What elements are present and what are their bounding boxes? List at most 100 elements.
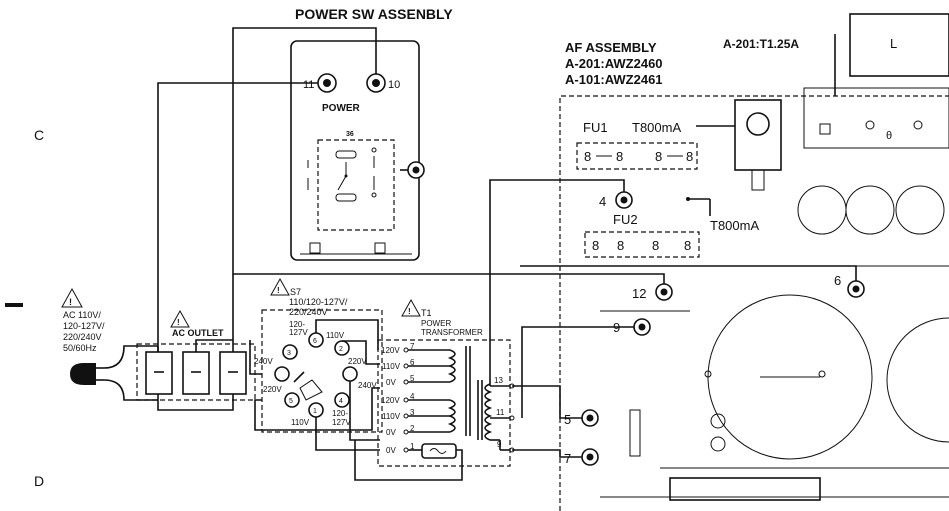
tap-3-voltage: 110V xyxy=(382,412,401,421)
selector-240-label: 240V xyxy=(358,381,377,390)
selector-range-1: 110/120-127V/ xyxy=(289,297,348,307)
tap-3-pin: 3 xyxy=(410,408,415,417)
connector-6-label: 6 xyxy=(834,273,841,288)
fu1-rating: T800mA xyxy=(632,120,681,135)
svg-text:8: 8 xyxy=(592,238,599,253)
ac-rating-1: AC 110V/ xyxy=(63,310,101,320)
selector-b120-label: 120- xyxy=(332,409,348,418)
transformer-label-1: POWER xyxy=(421,319,451,328)
fu1-label: FU1 xyxy=(583,120,608,135)
fuse-fu1: 8 8 8 8 xyxy=(576,125,735,170)
tap-5-pin: 5 xyxy=(410,374,415,383)
connector-9-label: 9 xyxy=(613,320,620,335)
secondary-pin-13: 13 xyxy=(494,376,503,385)
transformer-name: T1 xyxy=(421,308,432,318)
warning-icon: ! xyxy=(270,277,290,296)
svg-text:8: 8 xyxy=(684,238,691,253)
secondary-pin-11: 11 xyxy=(496,408,505,417)
ac-rating-3: 220/240V xyxy=(63,332,102,342)
af-title: AF ASSEMBLY xyxy=(565,40,657,55)
board-theta-label: θ xyxy=(886,130,892,142)
ac-outlet-block xyxy=(136,282,256,411)
svg-text:8: 8 xyxy=(655,149,662,164)
svg-text:8: 8 xyxy=(652,238,659,253)
box-l-label: L xyxy=(890,36,897,51)
row-letter-d: D xyxy=(34,473,44,489)
connector-7 xyxy=(512,448,599,466)
connector-7-label: 7 xyxy=(564,451,571,466)
svg-text:8: 8 xyxy=(616,149,623,164)
tap-4-voltage: 120V xyxy=(381,396,400,405)
tap-1-voltage: 0V xyxy=(386,446,396,455)
ac-outlet-label: AC OUTLET xyxy=(172,328,224,338)
svg-text:!: ! xyxy=(408,307,411,316)
connector-5 xyxy=(512,385,599,427)
tap-2-pin: 2 xyxy=(410,424,415,433)
connector-12-label: 12 xyxy=(632,286,646,301)
af-board xyxy=(559,13,949,511)
warning-icon: ! xyxy=(170,309,190,328)
af-model-a101: A-101:AWZ2461 xyxy=(565,72,663,87)
svg-text:!: ! xyxy=(177,318,180,327)
selector-b220-label: 220V xyxy=(263,385,282,394)
selector-220-label: 220V xyxy=(348,357,367,366)
warning-icon: ! xyxy=(61,287,83,308)
fuse-fu2: 8 8 8 8 xyxy=(584,197,711,258)
power-switch-terminals xyxy=(317,73,386,93)
selector-110-label: 110V xyxy=(326,331,345,340)
fu2-label: FU2 xyxy=(613,212,638,227)
power-label: POWER xyxy=(322,103,361,114)
selector-pin-2: 2 xyxy=(339,346,343,353)
selector-pin-5: 5 xyxy=(289,398,293,405)
fuse-holder xyxy=(734,99,782,191)
terminal-11-label: 11 xyxy=(303,79,314,91)
tap-2-voltage: 0V xyxy=(386,428,396,437)
tap-1-pin: 1 xyxy=(410,442,415,451)
voltage-selector xyxy=(249,309,383,451)
selector-name: S7 xyxy=(290,287,301,297)
af-model-a201: A-201:AWZ2460 xyxy=(565,56,663,71)
fuse-top-label: A-201:T1.25A xyxy=(723,37,799,51)
board-components xyxy=(600,185,949,501)
svg-text:36: 36 xyxy=(346,131,354,138)
terminal-10-label: 10 xyxy=(388,79,400,91)
selector-b240-label: 240V xyxy=(254,357,273,366)
fu2-rating: T800mA xyxy=(710,218,759,233)
selector-pin-3: 3 xyxy=(287,350,291,357)
tap-6-pin: 6 xyxy=(410,358,415,367)
selector-range-2: 220/240V xyxy=(289,307,328,317)
connector-4-label: 4 xyxy=(599,194,606,209)
selector-120-label: 120- xyxy=(289,320,305,329)
selector-b127-label: 127V xyxy=(332,418,351,427)
ac-plug-icon xyxy=(70,345,158,401)
warning-icon: ! xyxy=(401,298,421,317)
svg-text:!: ! xyxy=(69,297,72,307)
svg-text:!: ! xyxy=(277,286,280,295)
selector-b110-label: 110V xyxy=(291,418,310,427)
connector-5-label: 5 xyxy=(564,412,571,427)
svg-text:8: 8 xyxy=(584,149,591,164)
connector-4 xyxy=(489,179,633,386)
transformer-label-2: TRANSFORMER xyxy=(421,328,483,337)
selector-127-label: 127V xyxy=(289,328,308,337)
tap-6-voltage: 110V xyxy=(382,362,401,371)
svg-text:8: 8 xyxy=(686,149,693,164)
tap-5-voltage: 0V xyxy=(386,378,396,387)
secondary-pin-9: 9 xyxy=(497,440,502,449)
row-divider-mark xyxy=(5,303,23,307)
tap-7-voltage: 120V xyxy=(381,346,400,355)
ac-rating-4: 50/60Hz xyxy=(63,343,97,353)
ac-rating-2: 120-127V/ xyxy=(63,321,105,331)
connector-9 xyxy=(521,318,651,418)
power-wiring xyxy=(157,27,660,352)
row-letter-c: C xyxy=(34,127,44,143)
power-sw-board: 36 xyxy=(290,40,425,261)
power-transformer xyxy=(354,339,515,481)
tap-4-pin: 4 xyxy=(410,392,415,401)
svg-text:8: 8 xyxy=(617,238,624,253)
connector-12 xyxy=(655,273,673,301)
power-sw-title: POWER SW ASSENBLY xyxy=(295,6,453,22)
tap-7-pin: 7 xyxy=(410,342,415,351)
connector-6 xyxy=(520,265,865,298)
